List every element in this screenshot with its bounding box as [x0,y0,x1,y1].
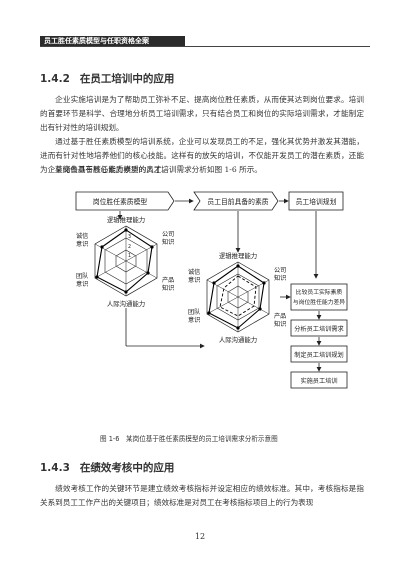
axis-logic-label: 逻辑推理能力 [107,215,145,224]
axis-integrity-label: 诚信 [188,268,200,276]
plan-box-label: 员工培训规划 [296,197,337,206]
section-number: 1.4.2 [40,73,70,85]
axis-integrity-label-2: 意识 [188,276,200,284]
section-title: 在绩效考核中的应用 [79,462,175,474]
axis-product-label-2: 知识 [162,284,174,292]
axis-company-label: 公司 [162,231,174,238]
axis-company-label-2: 知识 [162,238,174,246]
axis-logic-label: 逻辑推理能力 [219,251,257,260]
axis-company-label-2: 知识 [274,274,286,282]
implement-box [290,371,348,389]
figure-caption: 图 1-6 某岗位基于胜任素质模型的员工培训需求分析示意图 [100,435,278,443]
training-needs-diagram: 岗位胜任素质模型 员工目前具备的素质 员工培训规划 [58,186,348,426]
paragraph: 企业实施培训是为了帮助员工弥补不足、提高岗位胜任素质，从而使其达到岗位要求。培训… [40,95,364,132]
section-heading-1-4-2: 1.4.2 在员工培训中的应用 [40,71,174,86]
compare-box-label-2: 与岗位胜任能力差异 [293,298,345,306]
make-plan-box-label: 制定员工培训规划 [294,351,344,359]
axis-team-label: 团队 [188,308,201,316]
axis-communication-label: 人际沟通能力 [219,335,257,344]
analyze-box [290,319,348,337]
implement-box-label: 实施员工培训 [300,377,337,385]
plan-box [288,191,344,211]
radar-right [206,261,270,333]
make-plan-box [290,345,348,363]
model-box [75,191,175,211]
paragraph: 绩效考核工作的关键环节是建立绩效考核指标并设定相应的绩效标准。其中，考核指标是指… [40,484,364,507]
analyze-box-label: 分析员工培训需求 [294,325,344,333]
running-header: 员工胜任素质模型与任职资格全案 [40,36,370,47]
running-title: 员工胜任素质模型与任职资格全案 [44,37,149,45]
tick-label: 1 [128,253,131,259]
compare-box-label-1: 比较员工实际素质 [296,288,343,296]
section-title: 在员工培训中的应用 [79,73,175,85]
paragraph: 某岗位基于胜任素质模型的员工培训需求分析如图 1-6 所示。 [55,165,262,174]
model-box-label: 岗位胜任素质模型 [93,197,148,206]
axis-product-label: 产品 [274,312,286,320]
section-number: 1.4.3 [40,462,70,474]
page-number: 12 [194,532,206,541]
axis-product-label: 产品 [162,276,174,284]
diagram-svg: 岗位胜任素质模型 员工目前具备的素质 员工培训规划 [75,191,348,389]
compare-box [290,283,348,311]
axis-team-label: 团队 [76,272,89,280]
current-box [193,191,279,211]
section-heading-1-4-3: 1.4.3 在绩效考核中的应用 [40,460,174,475]
tick-label: 2 [128,244,131,250]
tick-label: 3 [128,234,131,240]
header-dark-band [40,36,185,46]
axis-team-label-2: 意识 [76,280,88,288]
paragraph: 通过基于胜任素质模型的培训系统，企业可以发现员工的不足，强化其优势并激发其潜能，… [40,137,364,174]
axis-communication-label: 人际沟通能力 [107,299,145,308]
radar-left [94,225,158,297]
axis-product-label-2: 知识 [274,320,286,328]
axis-integrity-label: 诚信 [76,232,88,240]
current-box-label: 员工目前具备的素质 [207,197,268,206]
axis-team-label-2: 意识 [188,316,200,324]
axis-integrity-label-2: 意识 [76,240,88,248]
axis-company-label: 公司 [274,267,286,274]
header-rule [40,46,370,47]
